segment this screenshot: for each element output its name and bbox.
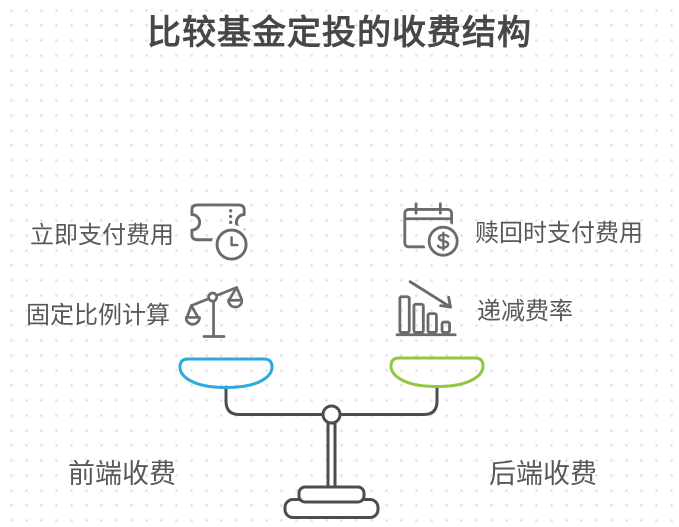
scale-pole [326, 421, 337, 491]
scale-stand [224, 385, 439, 519]
calendar-dollar-icon [403, 202, 460, 259]
front-end-pan [178, 357, 274, 389]
feature-label: 递减费率 [477, 297, 573, 325]
feature-pay-at-redemption: 赎回时支付费用 [402, 201, 643, 259]
balance-tilted-icon [185, 286, 243, 338]
back-load-label: 后端收费 [489, 459, 597, 489]
scale-base-upper [297, 485, 366, 504]
feature-pay-immediately: 立即支付费用 [30, 202, 249, 262]
feature-label: 赎回时支付费用 [475, 219, 643, 247]
back-end-pan [389, 356, 485, 388]
feature-fixed-ratio: 固定比例计算 [26, 281, 243, 343]
front-load-label: 前端收费 [68, 459, 176, 489]
feature-declining-rate: 递减费率 [394, 278, 573, 338]
feature-label: 固定比例计算 [26, 301, 170, 329]
feature-label: 立即支付费用 [30, 221, 174, 249]
scale-pivot [321, 404, 342, 425]
page-title: 比较基金定投的收费结构 [147, 14, 532, 52]
balance-scale-graphic [178, 356, 485, 519]
declining-bars-icon [395, 280, 457, 337]
ticket-clock-icon [190, 203, 249, 262]
